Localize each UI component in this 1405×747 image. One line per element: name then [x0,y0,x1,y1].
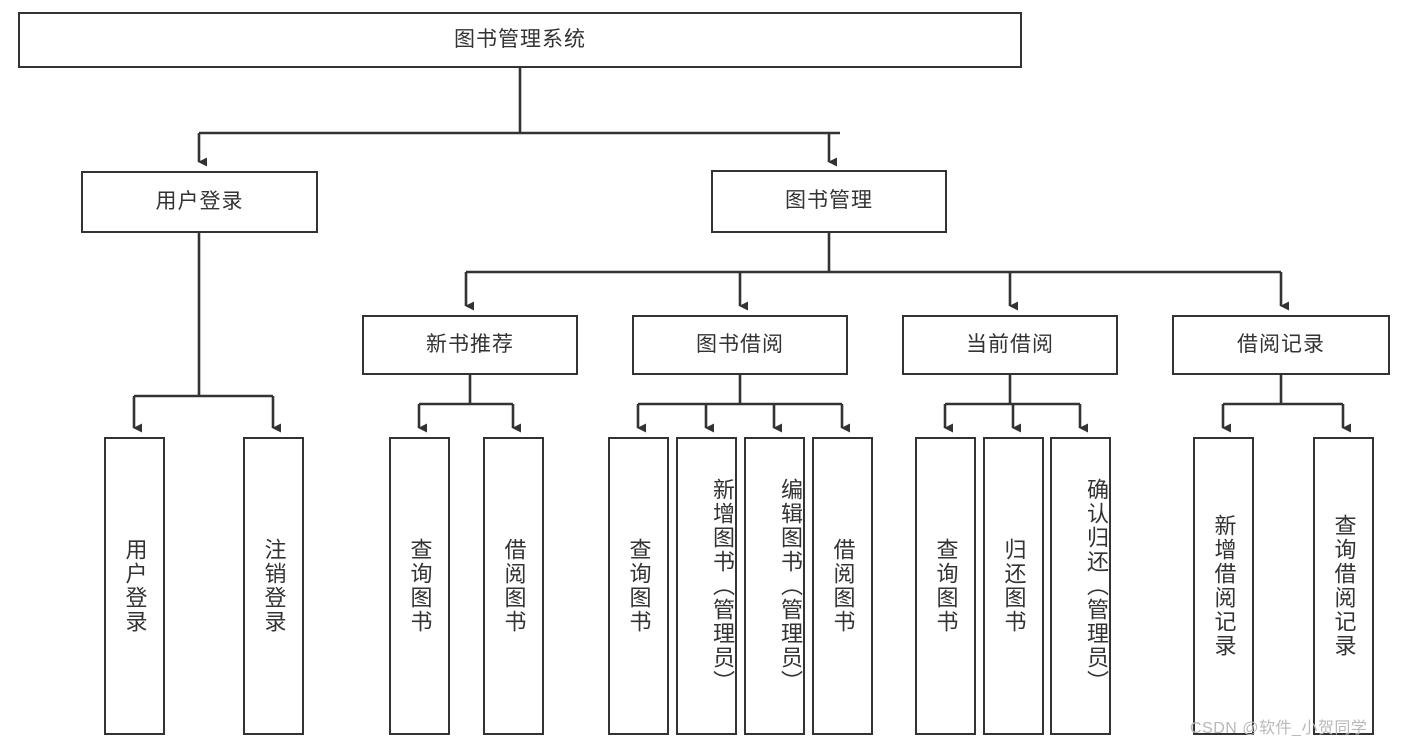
node-root-system[interactable]: 图书管理系统 [18,12,1022,68]
node-current-borrow[interactable]: 当前借阅 [902,315,1118,375]
node-leaf-borrow-book-2[interactable]: 借阅图书 [812,437,873,735]
node-label: 图书借阅 [696,332,784,356]
node-label: 归还图书 [1001,538,1027,634]
node-label: 用户登录 [122,538,148,634]
node-label: 查询图书 [933,538,959,634]
node-book-borrow[interactable]: 图书借阅 [632,315,848,375]
node-leaf-add-record[interactable]: 新增借阅记录 [1193,437,1254,735]
node-label: 新增图书（管理员） [710,478,735,694]
node-label: 新书推荐 [426,332,514,356]
node-leaf-query-record[interactable]: 查询借阅记录 [1313,437,1374,735]
node-leaf-borrow-book-1[interactable]: 借阅图书 [483,437,544,735]
node-label: 查询图书 [407,538,433,634]
node-label: 图书管理系统 [454,27,586,51]
node-leaf-user-logout[interactable]: 注销登录 [243,437,304,735]
node-label: 查询图书 [626,538,652,634]
node-label: 借阅图书 [830,538,856,634]
node-leaf-query-book-3[interactable]: 查询图书 [915,437,976,735]
node-leaf-edit-book[interactable]: 编辑图书（管理员） [744,437,805,735]
node-leaf-add-book[interactable]: 新增图书（管理员） [676,437,737,735]
node-leaf-confirm-return[interactable]: 确认归还（管理员） [1050,437,1111,735]
node-leaf-return-book[interactable]: 归还图书 [983,437,1044,735]
node-borrow-record[interactable]: 借阅记录 [1172,315,1390,375]
node-label: 当前借阅 [966,332,1054,356]
node-leaf-query-book-1[interactable]: 查询图书 [389,437,450,735]
node-user-login[interactable]: 用户登录 [81,171,318,233]
node-label: 用户登录 [155,189,244,213]
node-label: 借阅图书 [501,538,527,634]
node-label: 编辑图书（管理员） [778,478,803,694]
node-label: 新增借阅记录 [1211,514,1237,658]
node-leaf-query-book-2[interactable]: 查询图书 [608,437,669,735]
node-label: 确认归还（管理员） [1084,478,1109,694]
node-book-management[interactable]: 图书管理 [711,170,947,233]
node-leaf-user-login[interactable]: 用户登录 [104,437,165,735]
node-label: 图书管理 [785,189,873,213]
node-label: 借阅记录 [1237,332,1325,356]
node-label: 查询借阅记录 [1331,514,1357,658]
node-label: 注销登录 [261,538,287,634]
node-new-book-recommend[interactable]: 新书推荐 [362,315,578,375]
csdn-watermark: CSDN @软件_小贺同学 [1190,720,1368,737]
